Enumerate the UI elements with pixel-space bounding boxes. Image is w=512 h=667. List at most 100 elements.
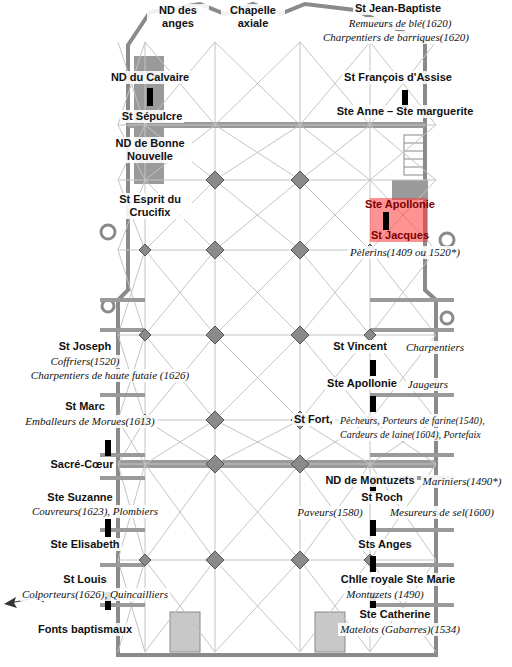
pillar: [206, 326, 224, 344]
chapel-name: St Roch: [359, 491, 405, 504]
guild-text: Montuzets (1490): [344, 588, 425, 601]
rib: [215, 335, 300, 420]
rib: [215, 560, 300, 652]
guild-text: Charpentiers de haute futaie (1626): [29, 369, 191, 382]
rib: [118, 250, 145, 335]
chapel-name: St Jacques: [369, 229, 431, 242]
chapel-wall: [100, 393, 145, 397]
pillar: [291, 171, 309, 189]
pillar: [206, 411, 224, 429]
rib: [145, 560, 215, 652]
stairs: [404, 135, 424, 175]
guild-text: Mesureurs de sel(1600): [388, 506, 496, 519]
chapel-name: ND de Montuzets: [323, 474, 416, 487]
chapel-name: St Fort,: [292, 413, 335, 426]
rib: [215, 464, 300, 560]
chapel-wall: [100, 476, 145, 480]
chapel-name: St Esprit du Crucifix: [108, 193, 192, 219]
pillar: [291, 326, 309, 344]
rib: [215, 42, 300, 125]
chapel-name: St Sépulcre: [120, 110, 185, 123]
chapel-wall: [370, 528, 454, 532]
rib: [300, 125, 370, 180]
guild-text: Mariniers(1490*): [421, 475, 504, 488]
rib: [145, 560, 215, 652]
chapel-name: Sacré-Cœur: [49, 458, 116, 471]
rib: [215, 250, 300, 335]
guild-text: Paveurs(1580): [295, 506, 364, 519]
rib: [215, 42, 300, 125]
chapel-name: ND des anges: [147, 4, 209, 30]
chapel-name: ND de Bonne Nouvelle: [108, 137, 192, 163]
transverse-band: [118, 460, 436, 468]
chapel-name: Ste Apollonie: [363, 198, 437, 211]
pillar: [291, 241, 309, 259]
rib: [118, 180, 436, 181]
chapel-name: Ste Suzanne: [45, 491, 114, 504]
chapel-name: St François d'Assise: [342, 71, 454, 84]
rib: [215, 180, 300, 250]
guild-text: Colporteurs(1626), Quincailliers: [20, 588, 170, 601]
wall-block: [392, 180, 428, 200]
rib: [370, 250, 436, 335]
chapel-name: Chlle royale Ste Marie: [339, 573, 457, 586]
rib: [215, 180, 300, 250]
rib: [215, 464, 300, 560]
chapel-wall: [370, 328, 454, 332]
rib: [370, 250, 436, 335]
rib: [118, 464, 436, 465]
guild-text: Jaugeurs: [406, 378, 450, 391]
rib: [370, 125, 436, 180]
rib: [118, 560, 436, 561]
spiral-stair: [101, 225, 454, 324]
rib: [300, 125, 370, 180]
rib: [118, 125, 436, 126]
guild-text: Remueurs de blé(1620): [347, 17, 454, 30]
pillar: [206, 241, 224, 259]
guild-text: Couvreurs(1623), Plombiers: [30, 505, 160, 518]
chapel-name: ND du Calvaire: [109, 71, 191, 84]
pillar: [139, 244, 151, 256]
rib: [300, 180, 370, 250]
chapel-name: Fonts baptismaux: [36, 623, 134, 636]
markers: [105, 88, 408, 610]
rib: [300, 180, 370, 250]
pillar: [206, 551, 224, 569]
chapel-wall: [100, 298, 145, 302]
pillar: [206, 171, 224, 189]
walls: [101, 4, 454, 655]
pillar: [206, 455, 224, 473]
pillar: [139, 329, 151, 341]
chapel-name: Ste Elisabeth: [48, 538, 121, 551]
rib: [215, 420, 300, 464]
rib: [145, 250, 215, 335]
chapel-wall: [100, 328, 145, 332]
rib: [118, 250, 145, 335]
chapel-name: Chapelle axiale: [221, 4, 285, 30]
rib: [215, 125, 300, 180]
rib: [300, 250, 370, 335]
chapel-wall: [370, 563, 454, 567]
chapel-walls: [100, 300, 454, 605]
guild-text: Emballeurs de Morues(1613): [23, 415, 157, 428]
chapel-name: Ste Catherine: [358, 608, 433, 621]
rib: [215, 335, 300, 420]
portal: [170, 612, 200, 652]
guild-text: Matelots (Gabarres)(1534): [338, 623, 462, 636]
guild-text: Charpentiers de barriques(1620): [321, 31, 471, 44]
chapel-name: Ste Anne – Ste marguerite: [335, 105, 476, 118]
guild-text: Pèlerins(1409 ou 1520*): [348, 246, 462, 259]
guild-text: Coffriers(1520): [48, 355, 121, 368]
pillar: [291, 551, 309, 569]
rib: [300, 250, 370, 335]
rib: [215, 560, 300, 652]
chapel-wall: [370, 298, 454, 302]
chapel-wall: [100, 563, 145, 567]
rib: [145, 250, 215, 335]
chapel-wall: [370, 453, 454, 457]
chapel-name: St Vincent: [331, 340, 389, 353]
rib: [215, 420, 300, 464]
chapel-wall: [370, 603, 454, 607]
